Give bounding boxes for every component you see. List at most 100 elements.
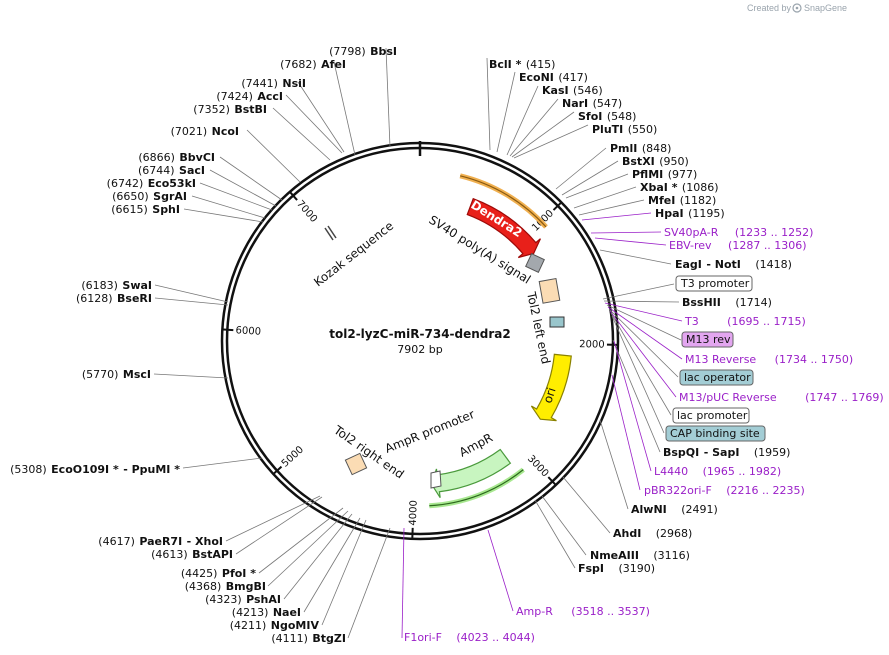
enzyme-label: NmeAIII (3116) <box>590 546 690 563</box>
primer-label: F1ori-F (4023 .. 4044) <box>404 628 535 645</box>
features <box>429 173 572 509</box>
enzyme-label: (6866) BbvCI <box>138 148 215 165</box>
feature-arrow-ampr <box>430 448 512 499</box>
backbone-inner <box>225 146 615 536</box>
primer-label: EBV-rev (1287 .. 1306) <box>669 236 807 253</box>
leader-line <box>599 419 629 510</box>
leader-line <box>486 57 491 151</box>
tick-label: 5000 <box>280 444 306 469</box>
leader-line <box>321 519 367 626</box>
enzyme-label: EagI - NotI (1418) <box>675 255 792 272</box>
leader-line <box>565 173 629 199</box>
t3-promoter-label: T3 promoter <box>680 277 750 290</box>
enzyme-label: (4213) NaeI <box>232 603 301 620</box>
enzyme-label: PflMI (977) <box>632 165 697 182</box>
plasmid-name: tol2-lyzC-miR-734-dendra2 <box>329 327 511 341</box>
tick-mark <box>547 476 556 485</box>
enzyme-label: XbaI * (1086) <box>640 178 718 195</box>
kozak-marker-icon <box>324 227 334 241</box>
leader-line <box>611 315 665 434</box>
tol2-left-end-box <box>538 278 561 304</box>
tol2-right-end-box <box>344 452 368 476</box>
ampr-outline-arc-edge <box>429 469 524 507</box>
plasmid-size: 7902 bp <box>397 343 442 356</box>
leader-line <box>608 308 679 378</box>
t3-promoter-box <box>675 275 753 292</box>
lac-operator-tag <box>679 369 754 386</box>
leader-line <box>385 47 391 148</box>
enzyme-label: BclI * (415) <box>489 55 555 72</box>
tick-label: 3000 <box>525 453 550 479</box>
leader-line <box>219 156 283 201</box>
leader-line <box>611 374 641 491</box>
leader-line <box>506 85 539 156</box>
leader-line <box>267 510 349 587</box>
leader-line <box>594 237 667 246</box>
leader-line <box>610 312 672 416</box>
leader-line <box>347 527 391 639</box>
lac-operator-label: lac operator <box>684 371 751 384</box>
tick-mark <box>289 191 298 201</box>
primer-label: pBR322ori-F (2216 .. 2235) <box>644 481 805 498</box>
leader-line <box>613 340 652 472</box>
enzyme-label: BstXI (950) <box>622 152 689 169</box>
leader-line <box>578 199 645 216</box>
brand-name: SnapGene <box>804 3 847 13</box>
leader-line <box>555 147 607 190</box>
tick-label: 4000 <box>408 500 420 526</box>
tick-label: 6000 <box>235 325 261 337</box>
leader-line <box>561 160 619 196</box>
enzyme-label: (5308) EcoO109I * - PpuMI * <box>10 460 180 477</box>
leader-line <box>607 306 683 360</box>
leader-line <box>604 302 683 322</box>
feature-arrow-ori <box>530 353 572 422</box>
enzyme-label: (7798) BbsI <box>329 42 397 59</box>
leader-line <box>602 283 675 300</box>
leader-line <box>285 94 343 154</box>
leader-line <box>154 297 229 306</box>
kozak-label: Kozak sequence <box>311 219 396 290</box>
leader-line <box>541 495 587 556</box>
enzyme-label: (6615) SphI <box>111 200 180 217</box>
lac-promoter-box <box>672 407 750 424</box>
enzyme-label: (7441) NsiI <box>241 74 306 91</box>
leader-line <box>191 195 266 219</box>
leader-line <box>534 499 576 569</box>
enzyme-label: FspI (3190) <box>578 559 655 576</box>
ampr-label: AmpR <box>457 430 495 459</box>
snapgene-logo-icon <box>792 3 802 13</box>
enzyme-label: (6650) SgrAI <box>112 187 187 204</box>
enzyme-label: (6744) SacI <box>138 161 205 178</box>
right-label-column: BclI * (415) EcoNI (417) KasI (546) NarI… <box>404 55 884 645</box>
leader-line <box>246 129 301 183</box>
leader-line <box>590 231 662 234</box>
leader-line <box>235 496 323 555</box>
leader-line <box>513 124 589 159</box>
enzyme-label: BssHII (1714) <box>682 293 772 310</box>
enzyme-label: (4613) BstAPI <box>151 545 233 562</box>
leader-line <box>562 476 611 534</box>
enzyme-label: BspQI - SapI (1959) <box>663 443 790 460</box>
leader-line <box>573 186 637 209</box>
leader-line <box>154 284 229 303</box>
leader-line <box>603 300 680 303</box>
enzyme-label: NarI (547) <box>562 94 622 111</box>
lac-promoter-label: lac promoter <box>677 409 748 422</box>
primer-label: Amp-R (3518 .. 3537) <box>516 602 650 619</box>
enzyme-label: HpaI (1195) <box>655 204 725 221</box>
leader-line <box>496 71 516 153</box>
leader-line <box>153 373 229 379</box>
enzyme-label: AhdI (2968) <box>613 524 692 541</box>
enzyme-label: (5770) MscI <box>82 365 151 382</box>
leader-line <box>511 111 575 158</box>
enzyme-label: PmlI (848) <box>610 139 671 156</box>
enzyme-label: AlwNI (2491) <box>631 500 718 517</box>
lac-operator-box <box>549 316 565 328</box>
leader-line <box>487 529 514 612</box>
leader-line <box>509 98 559 157</box>
leader-line <box>272 107 331 161</box>
primer-label: M13 Reverse (1734 .. 1750) <box>685 350 853 367</box>
primer-label: SV40pA-R (1233 .. 1252) <box>664 223 813 240</box>
m13-rev-label: M13 rev <box>686 333 731 346</box>
ampr-promoter-box <box>430 470 442 489</box>
